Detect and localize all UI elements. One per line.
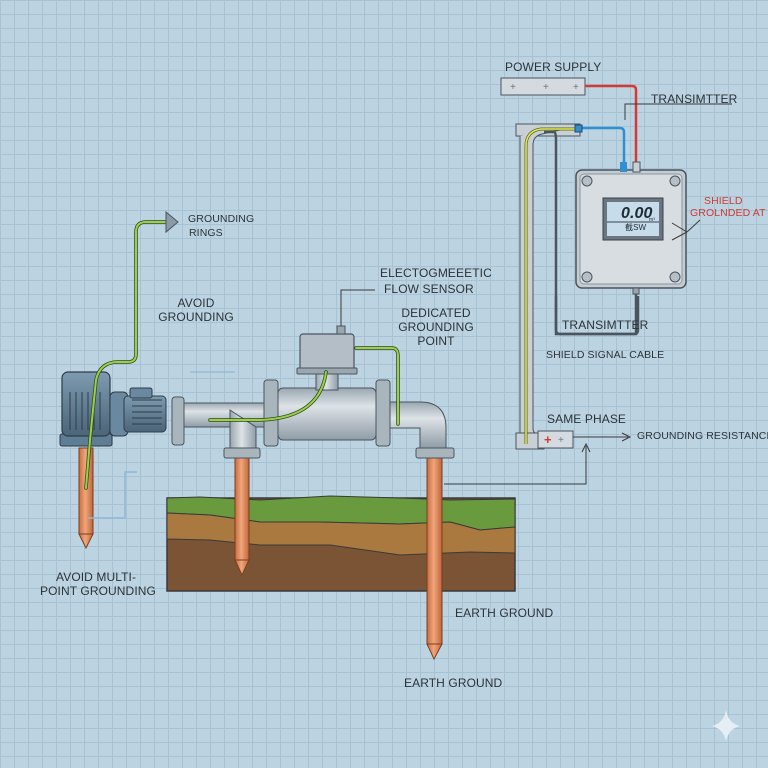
dedicated-label-1: DEDICATED <box>401 306 471 320</box>
sensor-label-1: ELECTOGMEEETIC <box>380 266 492 280</box>
dedicated-label-3: POINT <box>417 334 455 348</box>
ground-wires <box>84 220 400 490</box>
right-ground-rod <box>415 447 455 661</box>
sparkle-icon <box>712 710 740 742</box>
grounding-ring-arrow-icon <box>165 210 179 234</box>
upward-arrow <box>444 442 591 485</box>
avoid-grounding-label-2: GROUNDING <box>158 310 234 324</box>
grounding-resistance-label: GROUNDING RESISTANCE <box>637 430 768 442</box>
grounding-rings-label-2: RINGS <box>189 227 223 239</box>
power-supply-label: POWER SUPPLY <box>505 60 602 74</box>
resistance-arrow <box>573 432 632 442</box>
transmitter-box <box>575 161 701 295</box>
power-supply-bar: + + + <box>500 77 586 96</box>
shield-label-line2: GROLNDED AT TX <box>690 207 768 219</box>
pump-motor <box>59 371 167 447</box>
transmitter-top-label: TRANSIMTTER <box>651 92 738 106</box>
terminal-block: + + <box>537 430 574 449</box>
grounding-rings-label-1: GROUNDING <box>188 213 255 225</box>
cable-conduit <box>515 123 638 450</box>
transmitter-frame <box>554 296 640 336</box>
avoid-grounding-label-1: AVOID <box>177 296 215 310</box>
signal-wire <box>578 126 626 165</box>
flow-sensor-head <box>296 289 375 375</box>
earth-ground-label-1: EARTH GROUND <box>455 606 554 620</box>
pipe-run <box>171 367 447 449</box>
display-unit: m³ <box>649 217 656 223</box>
svg-text:+: + <box>558 435 564 446</box>
left-ground-rod <box>78 447 94 550</box>
dedicated-label-2: GROUNDING <box>398 320 474 334</box>
shield-label-line1: SHIELD <box>704 195 743 207</box>
svg-text:+: + <box>544 432 552 447</box>
svg-text:+: + <box>573 82 579 93</box>
signal-connector <box>574 124 583 133</box>
transmitter-box-label: TRANSIMTTER <box>562 318 649 332</box>
soil-block <box>166 495 516 592</box>
same-phase-label: SAME PHASE <box>547 412 627 426</box>
avoid-multi-label-1: AVOID MULTI- <box>56 570 137 584</box>
transmitter-leader <box>624 103 732 120</box>
sensor-label-2: FLOW SENSOR <box>384 282 474 296</box>
shield-cable-label: SHIELD SIGNAL CABLE <box>546 349 665 361</box>
display-sub: 截SW <box>625 223 647 232</box>
faint-wire <box>88 471 137 519</box>
avoid-multi-label-2: POINT GROUNDING <box>40 584 156 598</box>
display-value: 0.00 <box>621 205 653 222</box>
earth-ground-label-2: EARTH GROUND <box>404 676 503 690</box>
svg-text:+: + <box>543 82 549 93</box>
svg-text:+: + <box>510 82 516 93</box>
power-wire <box>585 84 638 165</box>
middle-ground-rod <box>223 447 261 577</box>
